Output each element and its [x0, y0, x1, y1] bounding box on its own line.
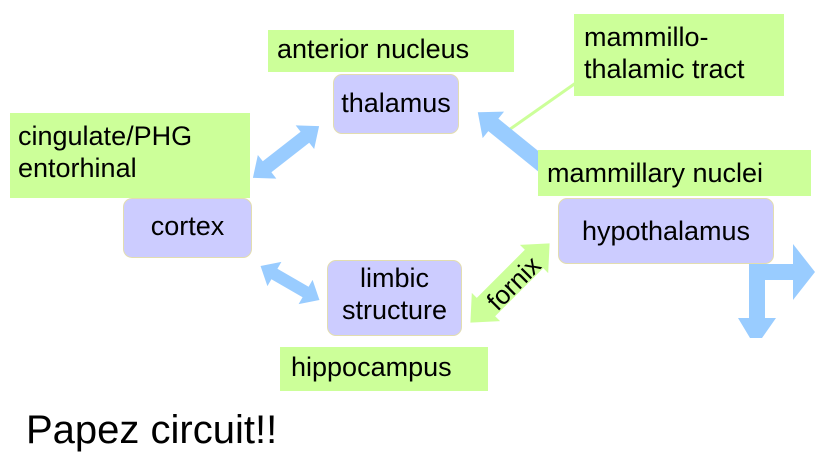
hippocampus-label: hippocampus [280, 347, 488, 391]
limbic-line-1: limbic [359, 263, 429, 293]
double-arrow-icon-cortex-limbic [260, 261, 320, 305]
double-arrow-icon-cortex-thalamus [252, 125, 320, 179]
page-title: Papez circuit!! [26, 408, 278, 452]
arrow-icon-hypothalamus-thalamus [477, 111, 552, 174]
cingulate-line-1: cingulate/PHG [18, 121, 193, 151]
cortex-node: cortex [123, 198, 252, 258]
limbic-structure-node: limbic structure [327, 260, 462, 336]
cingulate-line-2: entorhinal [18, 152, 137, 183]
bent-arrow-icon [738, 244, 815, 338]
tract-line-2: thalamic tract [584, 53, 745, 84]
mammillary-nuclei-label: mammillary nuclei [538, 150, 811, 196]
anterior-nucleus-label: anterior nucleus [268, 30, 514, 72]
cingulate-entorhinal-label: cingulate/PHG entorhinal [10, 113, 250, 198]
fornix-arrow-icon [470, 243, 550, 323]
mammillothalamic-tract-label: mammillo- thalamic tract [574, 14, 784, 96]
hypothalamus-node: hypothalamus [558, 198, 774, 264]
thalamus-node: thalamus [333, 74, 459, 134]
tract-connector-line [505, 78, 581, 134]
limbic-line-2: structure [341, 294, 448, 325]
tract-line-1: mammillo- [584, 22, 709, 52]
